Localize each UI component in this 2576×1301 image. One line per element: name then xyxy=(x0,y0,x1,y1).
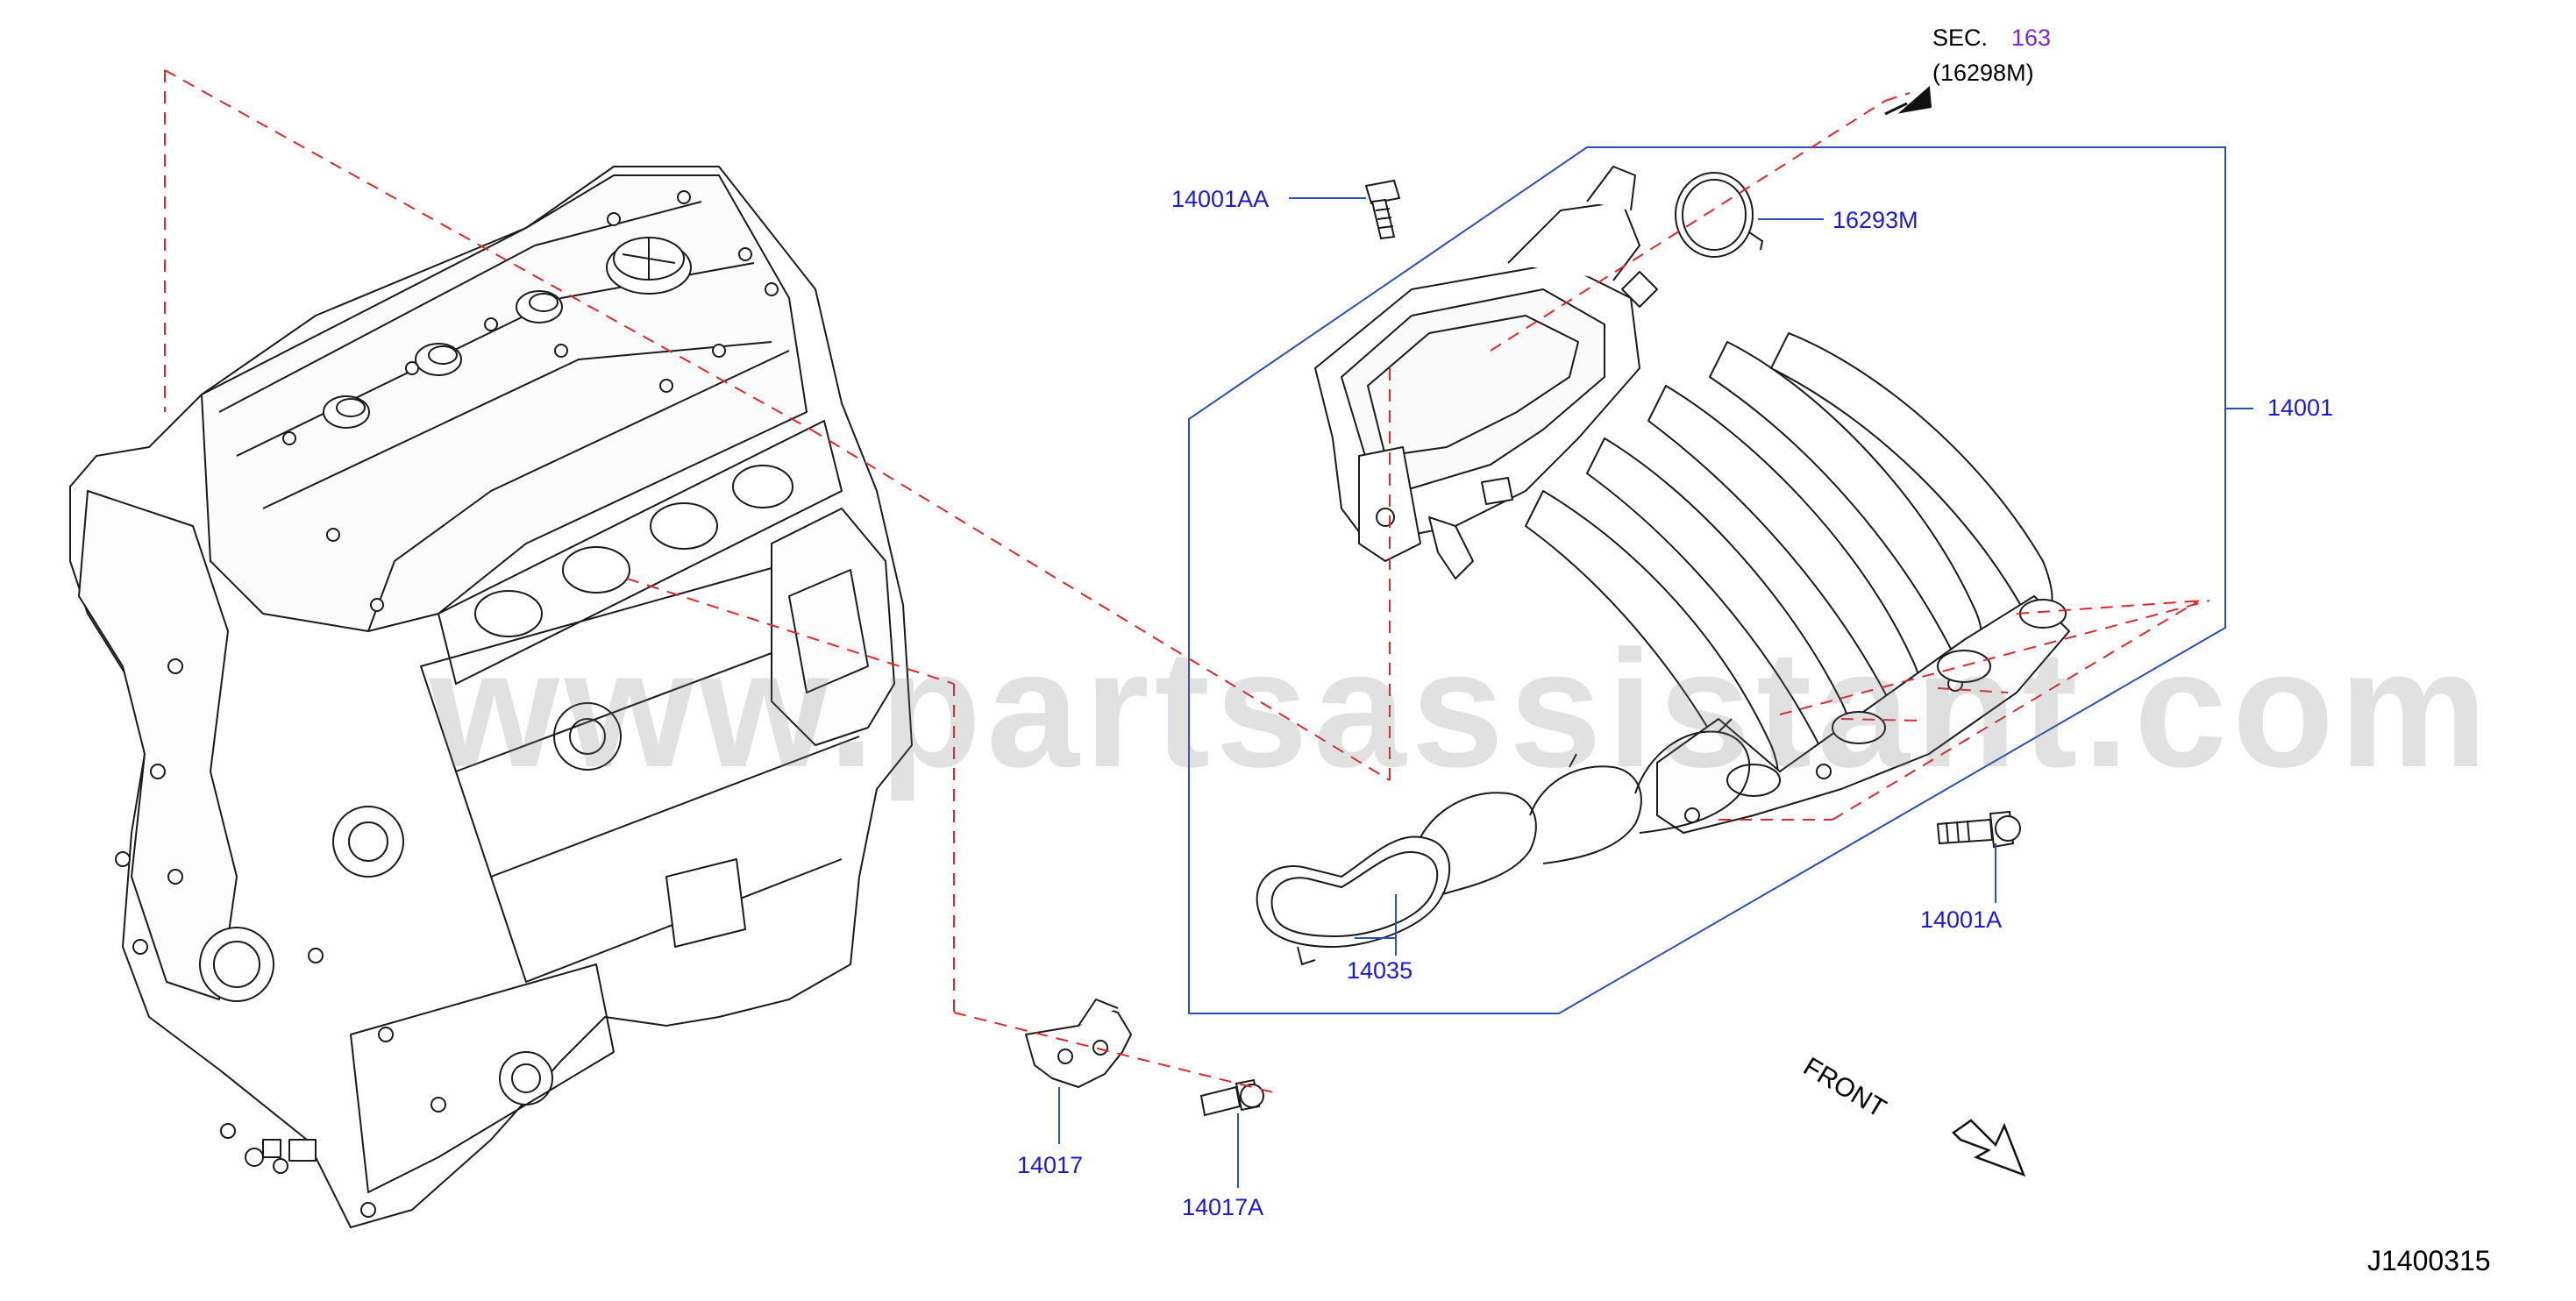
callout-14001AA[interactable]: 14001AA xyxy=(1171,186,1270,212)
manifold-gasket-drawing xyxy=(1257,719,1750,964)
bracket-14017-drawing xyxy=(1026,999,1131,1087)
section-ref-link[interactable]: 163 xyxy=(2011,25,2052,51)
callout-leaders xyxy=(1059,198,2253,1188)
section-ref-prefix: SEC. xyxy=(1932,25,1989,51)
sec-arrow-drawing xyxy=(1885,88,1931,114)
diagram-id: J1400315 xyxy=(2367,1245,2491,1276)
intake-manifold-drawing xyxy=(1315,167,2069,833)
callout-14001A[interactable]: 14001A xyxy=(1920,906,2003,933)
callout-14017[interactable]: 14017 xyxy=(1017,1152,1084,1178)
front-arrow-drawing xyxy=(1953,1120,2024,1175)
ring-gasket-drawing xyxy=(1676,173,1762,257)
callout-16293M[interactable]: 16293M xyxy=(1832,207,1918,233)
callout-14017A[interactable]: 14017A xyxy=(1182,1194,1264,1220)
callout-14001[interactable]: 14001 xyxy=(2267,395,2334,421)
bolt-14001aa-drawing xyxy=(1366,181,1399,238)
bolt-14001a-drawing xyxy=(1938,812,2020,847)
callout-14035[interactable]: 14035 xyxy=(1347,957,1413,984)
section-ref-subpart: (16298M) xyxy=(1932,60,2034,86)
bolt-14017a-drawing xyxy=(1201,1080,1263,1115)
assembly-guide-lines xyxy=(165,70,2210,1094)
engine-assembly xyxy=(70,167,912,1227)
assembly-outline-box xyxy=(1189,147,2225,1013)
